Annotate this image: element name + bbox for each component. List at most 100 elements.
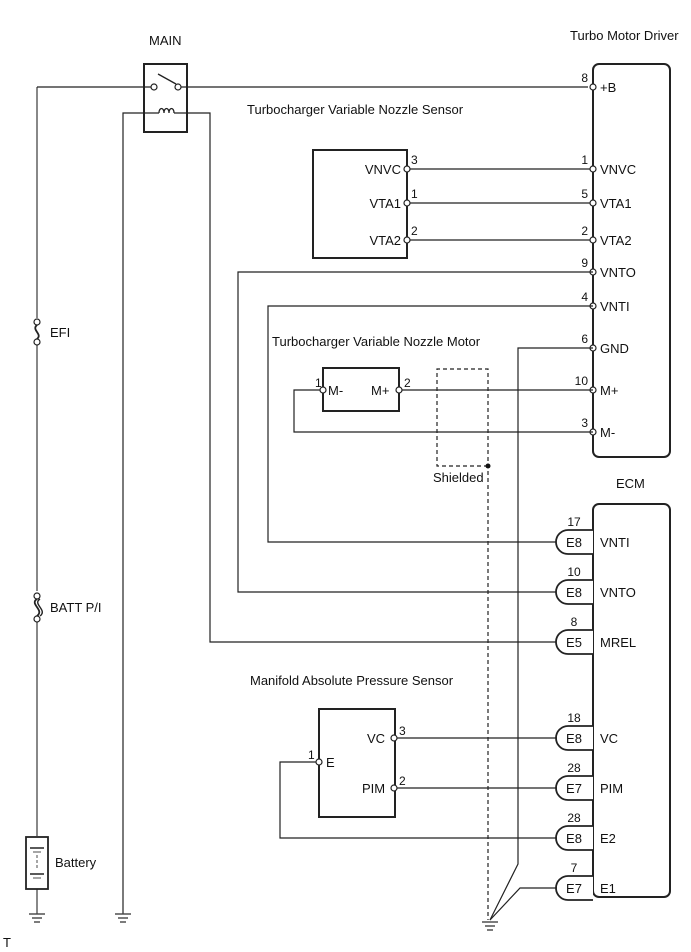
tmd-pin-name: +B bbox=[600, 80, 616, 95]
tmd-pin-name: M- bbox=[600, 425, 615, 440]
nozzle-motor-pin-name: M+ bbox=[371, 383, 389, 398]
ecm-pin-name: VNTI bbox=[600, 535, 630, 550]
ecm-pin-num: 17 bbox=[567, 515, 581, 529]
nozzle-motor-label: Turbocharger Variable Nozzle Motor bbox=[272, 334, 481, 349]
tmd-pin-num: 5 bbox=[581, 187, 588, 201]
terminal-icon bbox=[589, 236, 597, 244]
connector-oval bbox=[555, 579, 593, 605]
nozzle-sensor: Turbocharger Variable Nozzle Sensor bbox=[247, 102, 464, 259]
terminal-icon bbox=[589, 165, 597, 173]
ground-icon bbox=[29, 913, 45, 923]
relay-coil-icon bbox=[158, 107, 175, 114]
ground-icon bbox=[115, 913, 131, 923]
terminal-icon bbox=[589, 199, 597, 207]
tmd-pin-name: VNTI bbox=[600, 299, 630, 314]
fusible-link-icon bbox=[33, 592, 43, 623]
ecm-connector-id: E7 bbox=[566, 781, 582, 796]
ecm-connector-id: E5 bbox=[566, 635, 582, 650]
shield: Shielded bbox=[433, 368, 491, 920]
corner-mark: T bbox=[3, 935, 11, 950]
terminal-icon bbox=[589, 83, 597, 91]
ecm-connector-id: E8 bbox=[566, 535, 582, 550]
ground-icon bbox=[482, 921, 498, 931]
relay-switch-icon bbox=[150, 73, 182, 91]
connector-oval bbox=[555, 529, 593, 555]
wire-relay-coil-ground bbox=[122, 112, 159, 914]
ecm-pin-name: VC bbox=[600, 731, 618, 746]
tmd-pin-num: 3 bbox=[581, 416, 588, 430]
tmd-pin-num: 4 bbox=[581, 290, 588, 304]
shield-label: Shielded bbox=[433, 470, 484, 485]
nozzle-sensor-pin-num: 2 bbox=[411, 224, 418, 238]
main-relay-label: MAIN bbox=[149, 33, 182, 48]
ecm-pin-name: E2 bbox=[600, 831, 616, 846]
map-sensor-pin-name: VC bbox=[367, 731, 385, 746]
tmd-pin-name: VTA2 bbox=[600, 233, 632, 248]
tmd-pin-num: 10 bbox=[575, 374, 589, 388]
map-sensor-pin-num: 2 bbox=[399, 774, 406, 788]
ecm-pin-num: 18 bbox=[567, 711, 581, 725]
wire-vnto bbox=[237, 271, 593, 593]
fuse-efi: EFI bbox=[33, 318, 70, 346]
ecm-pin-name: PIM bbox=[600, 781, 623, 796]
battery-icon bbox=[25, 836, 49, 890]
tmd-pin-name: VNVC bbox=[600, 162, 636, 177]
fuse-batt-pi: BATT P/I bbox=[33, 592, 102, 623]
tmd-pin-name: GND bbox=[600, 341, 629, 356]
ecm-pin-name: E1 bbox=[600, 881, 616, 896]
nozzle-sensor-pin-name: VTA1 bbox=[369, 196, 401, 211]
map-sensor-pin-num: 3 bbox=[399, 724, 406, 738]
battery: Battery bbox=[25, 836, 97, 890]
ecm-pin-num: 8 bbox=[571, 615, 578, 629]
ecm-pin-num: 28 bbox=[567, 761, 581, 775]
terminal-icon bbox=[403, 165, 411, 173]
nozzle-motor: Turbocharger Variable Nozzle Motor 1 M- … bbox=[272, 334, 481, 412]
main-relay: MAIN bbox=[143, 33, 188, 133]
ecm-pin-num: 10 bbox=[567, 565, 581, 579]
map-sensor-pin-num: 1 bbox=[308, 748, 315, 762]
tmd-pin-name: VTA1 bbox=[600, 196, 632, 211]
wire-mrel bbox=[174, 112, 557, 643]
fuse-icon bbox=[33, 318, 41, 346]
wire-e2 bbox=[279, 761, 557, 839]
tmd-pin-name: M+ bbox=[600, 383, 618, 398]
tmd-pin-name: VNTO bbox=[600, 265, 636, 280]
tmd-pin-num: 2 bbox=[581, 224, 588, 238]
tmd-pin-num: 6 bbox=[581, 332, 588, 346]
battery-label: Battery bbox=[55, 855, 97, 870]
ecm-pin-num: 28 bbox=[567, 811, 581, 825]
ecm-pin-name: VNTO bbox=[600, 585, 636, 600]
power-supply-line bbox=[36, 86, 152, 914]
terminal-icon bbox=[403, 236, 411, 244]
tmd-pin-num: 9 bbox=[581, 256, 588, 270]
terminal-icon bbox=[403, 199, 411, 207]
ecm-connector-id: E8 bbox=[566, 585, 582, 600]
map-sensor-label: Manifold Absolute Pressure Sensor bbox=[250, 673, 454, 688]
tmd-pin-num: 1 bbox=[581, 153, 588, 167]
nozzle-sensor-pin-num: 3 bbox=[411, 153, 418, 167]
fuse-batt-pi-label: BATT P/I bbox=[50, 600, 102, 615]
turbo-motor-driver: Turbo Motor Driver bbox=[570, 28, 679, 458]
turbo-motor-driver-label: Turbo Motor Driver bbox=[570, 28, 679, 43]
wire-vnti bbox=[267, 305, 593, 543]
map-sensor-pin-name: PIM bbox=[362, 781, 385, 796]
ecm-pin-num: 7 bbox=[571, 861, 578, 875]
nozzle-motor-pin-num: 2 bbox=[404, 376, 411, 390]
wire-gnd bbox=[489, 347, 593, 921]
fuse-efi-label: EFI bbox=[50, 325, 70, 340]
ecm-connector-id: E8 bbox=[566, 831, 582, 846]
nozzle-sensor-label: Turbocharger Variable Nozzle Sensor bbox=[247, 102, 464, 117]
connector-oval bbox=[555, 629, 593, 655]
nozzle-sensor-pin-name: VNVC bbox=[365, 162, 401, 177]
nozzle-motor-pin-num: 1 bbox=[315, 376, 322, 390]
map-sensor-pin-name: E bbox=[326, 755, 335, 770]
ecm-label: ECM bbox=[616, 476, 645, 491]
map-sensor: Manifold Absolute Pressure Sensor 3 VC 2… bbox=[250, 673, 454, 818]
ecm: ECM bbox=[592, 476, 671, 898]
wire-motor-minus bbox=[293, 389, 593, 433]
ecm-connector-id: E8 bbox=[566, 731, 582, 746]
